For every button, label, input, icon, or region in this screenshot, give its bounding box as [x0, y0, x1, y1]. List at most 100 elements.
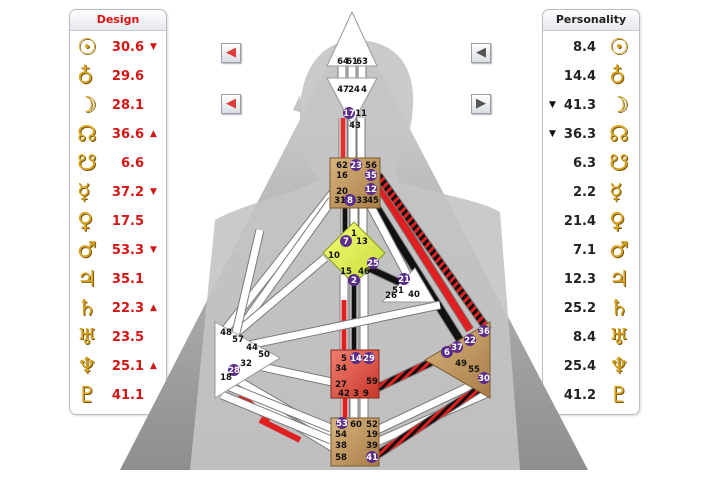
jupiter-icon: ♃ [609, 267, 629, 292]
gate-number: 63 [356, 57, 368, 67]
gate-number: 41 [366, 453, 378, 463]
gate-number: 54 [335, 430, 347, 440]
heart-center [380, 267, 436, 303]
gate-number: 23 [350, 161, 362, 171]
design-row-jupiter: ♃35.1 [70, 266, 166, 295]
gate-line-value: 35.1 [111, 272, 144, 287]
gate-highlight [340, 235, 352, 247]
gate-highlight [348, 274, 360, 286]
gate-line-value: 29.6 [111, 69, 144, 84]
gate-number: 4 [361, 85, 367, 95]
gate-number: 47 [337, 85, 349, 95]
gate-number: 32 [240, 359, 252, 369]
gate-number: 57 [232, 335, 244, 345]
gate-line-value: 30.6 [111, 40, 144, 55]
personality-row-north-node: ☊36.3▼ [543, 121, 639, 150]
arrow-left-red-icon: ◀ [226, 96, 236, 111]
gate-line-value: 53.3 [111, 243, 144, 258]
design-row-pluto: ♇41.1 [70, 382, 166, 411]
moon-icon: ☽ [609, 93, 629, 118]
sun-icon: ☉ [609, 35, 629, 60]
gate-number: 39 [366, 441, 378, 451]
personality-row-sun: ☉8.4 [543, 34, 639, 63]
pluto-icon: ♇ [609, 383, 629, 408]
gate-line-value: 22.3 [111, 301, 144, 316]
gate-highlight [365, 169, 377, 181]
neptune-icon: ♆ [77, 354, 97, 379]
gate-number: 64 [337, 57, 349, 67]
gate-number: 62 [336, 161, 348, 171]
gate-number: 2 [351, 276, 357, 286]
north-node-icon: ☊ [77, 122, 97, 147]
gate-number: 49 [455, 359, 467, 369]
gate-number: 48 [220, 328, 232, 338]
gate-number: 58 [335, 453, 347, 463]
personality-row-venus: ♀21.4 [543, 208, 639, 237]
gate-number: 42 [338, 389, 350, 399]
gate-highlight [366, 451, 378, 463]
gate-number: 61 [346, 57, 358, 67]
gate-line-value: 41.1 [111, 388, 144, 403]
uranus-icon: ♅ [77, 325, 97, 350]
channel-mixed [375, 382, 487, 458]
gate-highlight [478, 372, 490, 384]
gate-number: 27 [335, 380, 347, 390]
channel [375, 374, 489, 434]
gate-number: 3 [353, 389, 359, 399]
personality-panel: Personality ☉8.4♁14.4☽41.3▼☊36.3▼☋6.3☿2.… [542, 9, 640, 415]
gate-number: 52 [366, 420, 378, 430]
personality-row-uranus: ♅ 8.4 [543, 324, 639, 353]
gate-line-value: 14.4 [563, 69, 596, 84]
design-row-neptune: ♆25.1▲ [70, 353, 166, 382]
head-center [326, 10, 378, 67]
uranus-icon: ♅ [609, 325, 629, 350]
fixing-mark-icon: ▼ [150, 245, 157, 255]
gate-number: 59 [366, 377, 378, 387]
channel [224, 301, 441, 354]
design-title: Design [70, 10, 166, 31]
fixing-mark-icon: ▲ [150, 129, 157, 139]
gate-number: 46 [358, 267, 370, 277]
gate-number: 19 [366, 430, 378, 440]
personality-row-south-node: ☋ 6.3 [543, 150, 639, 179]
personality-row-saturn: ♄25.2 [543, 295, 639, 324]
design-row-uranus: ♅23.5 [70, 324, 166, 353]
design-next-button[interactable]: ◀ [221, 94, 241, 114]
venus-icon: ♀ [77, 209, 94, 234]
gate-number: 50 [258, 350, 270, 360]
gate-number: 33 [356, 196, 368, 206]
gate-number: 40 [408, 290, 420, 300]
gate-number: 51 [392, 286, 404, 296]
gate-number: 7 [343, 237, 349, 247]
spleen-center [214, 321, 281, 399]
gate-line-value: 6.3 [572, 156, 596, 171]
gate-line-value: 8.4 [572, 330, 596, 345]
channel [223, 381, 333, 432]
gate-line-value: 2.2 [572, 185, 596, 200]
gate-number: 20 [336, 187, 348, 197]
gate-number: 1 [351, 229, 357, 239]
channel [220, 391, 333, 444]
channel [258, 417, 302, 443]
gate-line-value: 12.3 [563, 272, 596, 287]
neptune-icon: ♆ [609, 354, 629, 379]
gate-line-value: 37.2 [111, 185, 144, 200]
fixing-mark-icon: ▲ [150, 303, 157, 313]
gate-number: 6 [444, 348, 450, 358]
personality-prev-button[interactable]: ◀ [471, 43, 491, 63]
saturn-icon: ♄ [77, 296, 97, 321]
channel [225, 255, 328, 343]
gate-number: 12 [365, 185, 377, 195]
south-node-icon: ☋ [609, 151, 629, 176]
design-panel: Design ☉30.6▼♁29.6☽28.1☊36.6▲☋6.6☿37.2▼♀… [69, 9, 167, 415]
design-prev-button[interactable]: ◀ [221, 43, 241, 63]
personality-next-button[interactable]: ▶ [471, 94, 491, 114]
gate-number: 38 [335, 441, 347, 451]
personality-title: Personality [543, 10, 639, 31]
fixing-mark-icon: ▼ [549, 100, 556, 110]
arrow-left-red-icon: ◀ [226, 45, 236, 60]
arrow-left-gray-icon: ◀ [476, 45, 486, 60]
gate-number: 10 [328, 251, 340, 261]
gate-number: 25 [367, 259, 379, 269]
